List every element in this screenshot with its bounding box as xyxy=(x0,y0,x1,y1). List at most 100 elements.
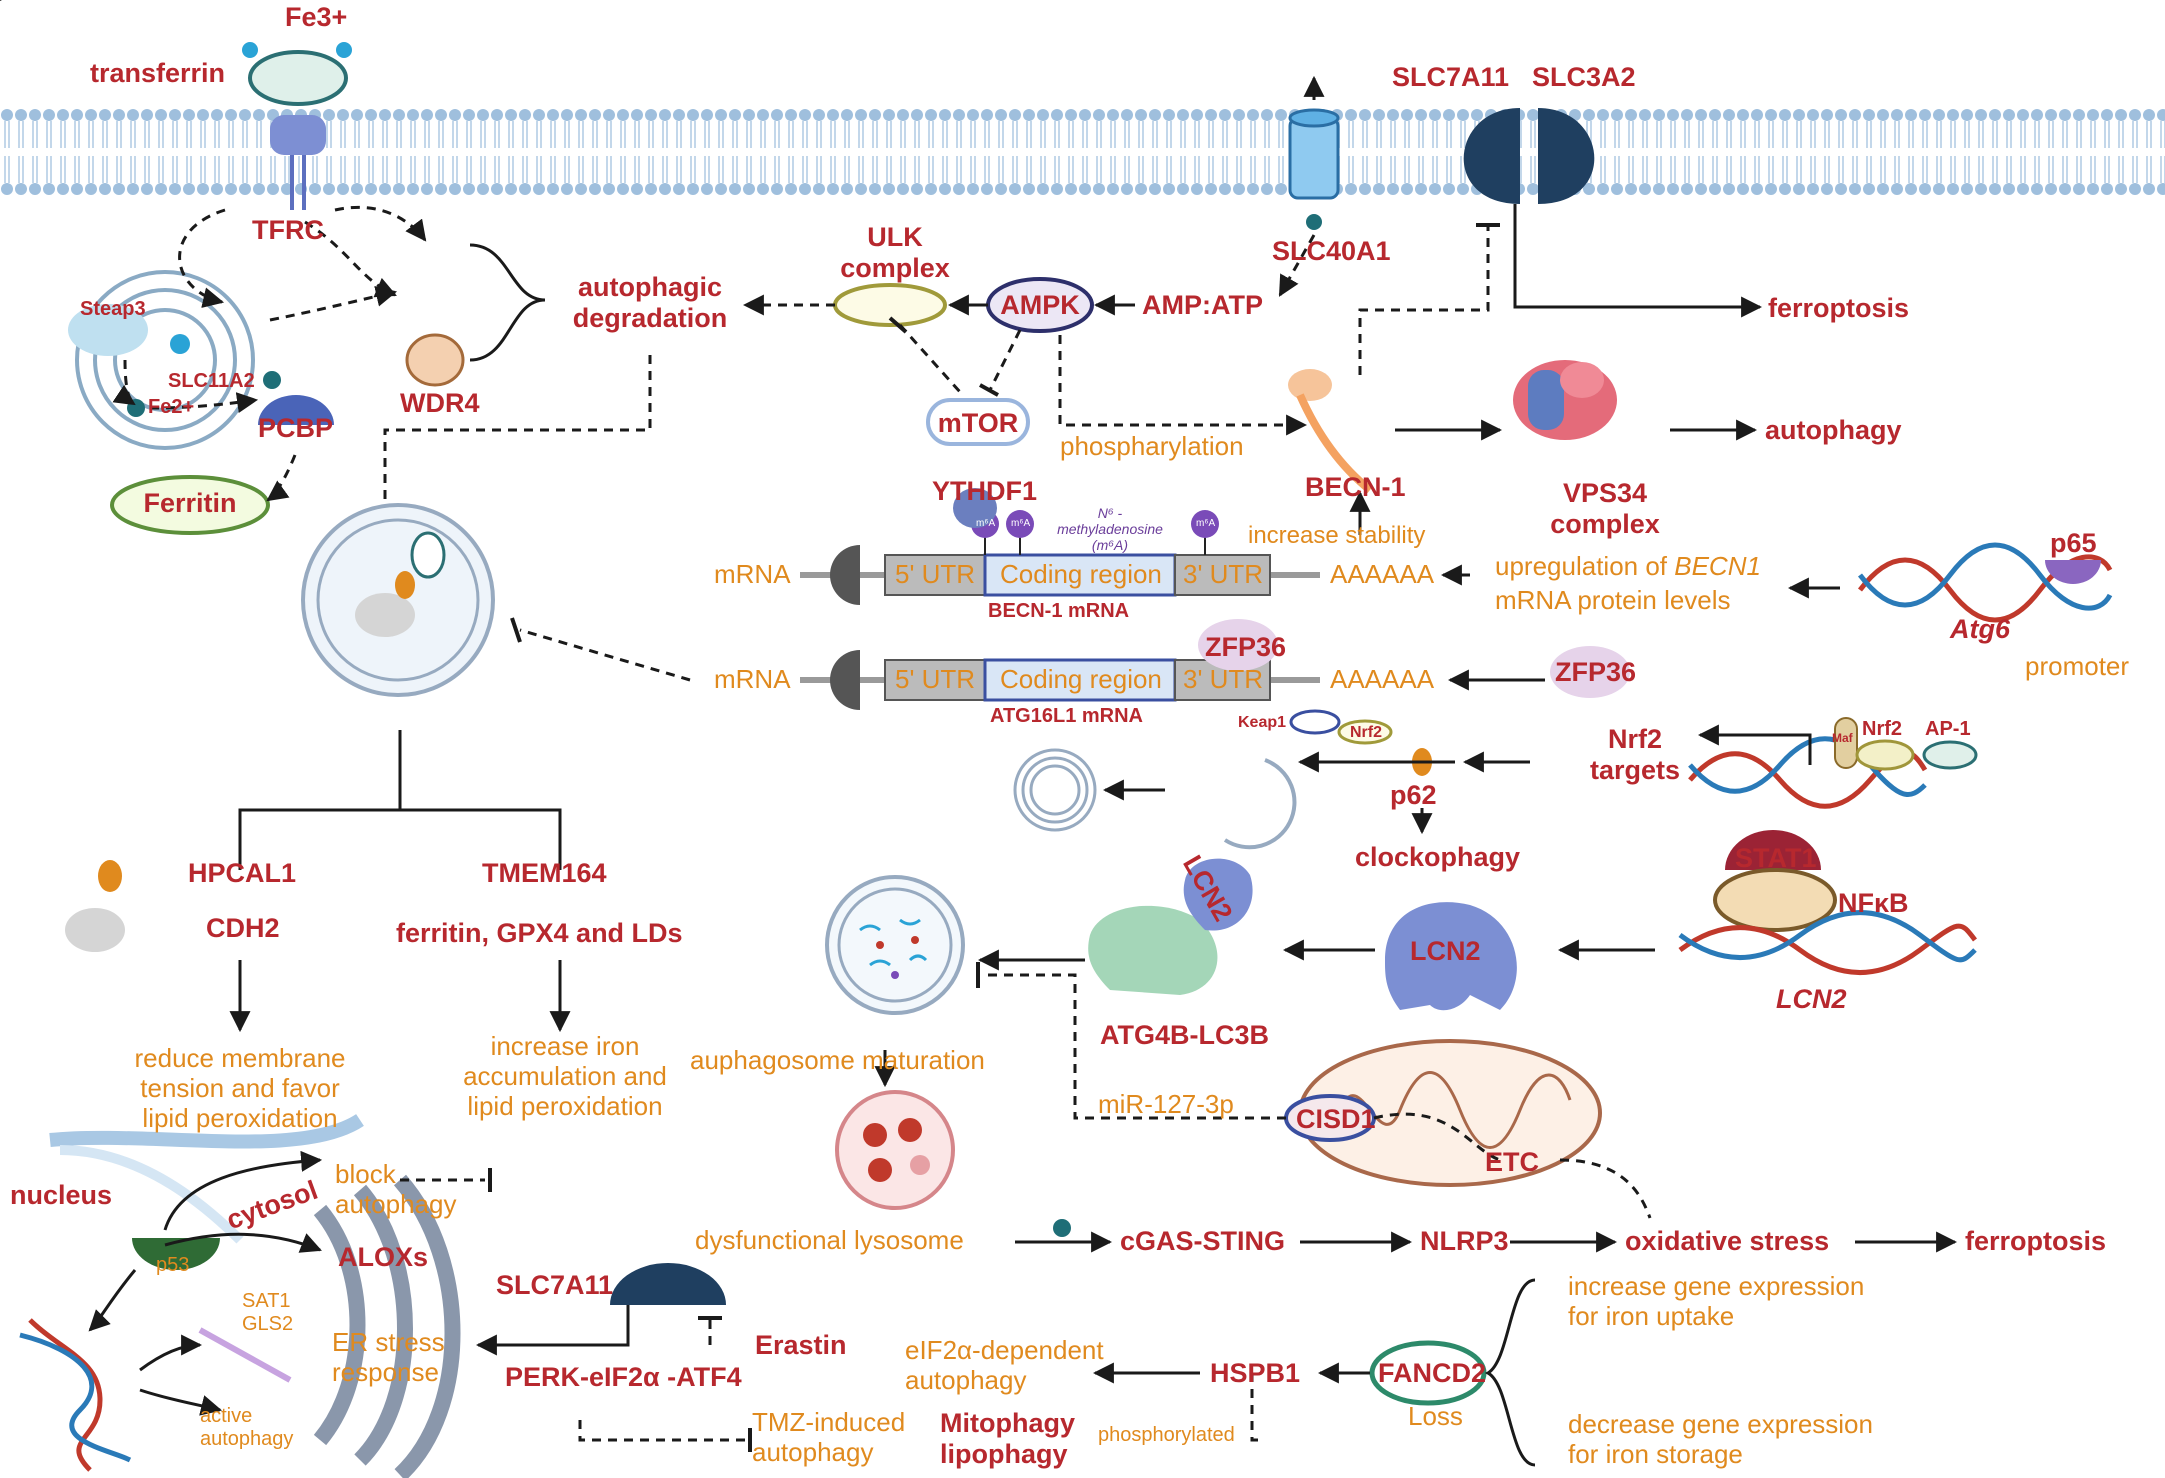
block-autophagy-label: block autophagy xyxy=(335,1159,457,1219)
auphagosome-maturation-label: auphagosome maturation xyxy=(690,1045,985,1075)
inhibit-autophagosome xyxy=(510,617,522,643)
er-stress-label: ER stress response xyxy=(332,1327,445,1387)
increase-iron-label: increase iron accumulation and lipid per… xyxy=(463,1031,667,1121)
autophagic-degradation-label: autophagic degradation xyxy=(572,272,728,334)
mtor-label: mTOR xyxy=(937,408,1019,438)
keap1-icon xyxy=(1289,709,1341,735)
p65-label: p65 xyxy=(2050,528,2097,558)
mrna-label-1: mRNA xyxy=(714,559,791,589)
mir-127-label: miR-127-3p xyxy=(1098,1089,1234,1119)
p62-label: p62 xyxy=(1390,780,1437,810)
nrf2-small-label: Nrf2 xyxy=(1350,724,1383,741)
becn1-utr5: 5' UTR xyxy=(895,559,976,589)
becn1-protein-icon xyxy=(1288,369,1373,494)
amp-atp-label: AMP:ATP xyxy=(1142,290,1263,320)
inhibit-ulk xyxy=(888,316,908,334)
tfrc-label: TFRC xyxy=(252,215,324,245)
atg16l1-coding: Coding region xyxy=(1000,664,1162,694)
steap3-label: Steap3 xyxy=(80,298,146,320)
cell-membrane xyxy=(0,108,2165,196)
cdh2-label: CDH2 xyxy=(206,913,280,943)
lysosome-icon xyxy=(835,1090,955,1210)
ferritin-gpx4-label: ferritin, GPX4 and LDs xyxy=(396,918,683,948)
becn1-utr3: 3' UTR xyxy=(1183,559,1264,589)
atg16l1-mrna-construct xyxy=(800,619,1320,710)
ulk-complex-label: ULK complex xyxy=(840,222,950,284)
ampk-label: AMPK xyxy=(1000,290,1080,320)
arrow-dna-to-nrf2targets xyxy=(1697,724,1812,765)
arrow-pcbp-ferritin xyxy=(266,454,297,502)
sat1-gls2-icon xyxy=(198,1327,292,1383)
p53-icon xyxy=(132,1238,220,1270)
sat1-gls2-label: SAT1 GLS2 xyxy=(242,1290,294,1335)
arrow-p53-aloxs xyxy=(164,1232,322,1253)
inhibit-mtor xyxy=(979,383,999,397)
active-autophagy-label: active autophagy xyxy=(200,1405,294,1450)
arrow-ampk-to-becn1 xyxy=(1058,335,1308,436)
increase-stability-label: increase stability xyxy=(1248,522,1426,549)
iron-ion-icon xyxy=(98,860,122,892)
phagophore-icon xyxy=(1223,758,1297,850)
zfp36-label: ZFP36 xyxy=(1555,657,1637,687)
upregulation-line1: upregulation of BECN1 xyxy=(1495,551,1761,582)
zfp36-icon xyxy=(1550,646,1630,698)
becn1-label: BECN-1 xyxy=(1305,472,1406,502)
link-cisd1-etc xyxy=(1373,1112,1501,1162)
m6a-title-label: N⁶ - methyladenosine (m⁶A) xyxy=(1057,505,1163,554)
nrf2-icon xyxy=(1337,719,1393,745)
link-mrna-to-autophagosome xyxy=(519,628,691,682)
tmem164-label: TMEM164 xyxy=(482,858,607,888)
link-etc-oxidative xyxy=(1559,1158,1652,1219)
atg16l1-utr5: 5' UTR xyxy=(895,664,976,694)
phosphorylated-label: phosphorylated xyxy=(1098,1424,1235,1446)
autophagosome-icon xyxy=(301,503,495,697)
wdr4-label: WDR4 xyxy=(400,388,480,418)
becn1-polya: AAAAAA xyxy=(1330,559,1435,589)
atg16l1-utr3: 3' UTR xyxy=(1183,664,1264,694)
ferritin-icon xyxy=(110,475,270,535)
reduce-membrane-label: reduce membrane tension and favor lipid … xyxy=(134,1043,346,1133)
link-autophagic-to-autophagosome xyxy=(383,355,652,505)
fancd2-icon xyxy=(1369,1340,1487,1406)
promoter-label: promoter xyxy=(2025,651,2130,681)
lipid-droplet-icon xyxy=(65,908,125,952)
transferrin-icon xyxy=(242,42,352,106)
arrow-fe2-pcbp xyxy=(149,392,259,413)
p53-label: p53 xyxy=(156,1254,190,1276)
lysosome-small-icon xyxy=(1013,748,1097,832)
keap1-label: Keap1 xyxy=(1238,714,1287,731)
ythdf1-label: YTHDF1 xyxy=(932,476,1038,506)
nucleus-label: nucleus xyxy=(10,1180,113,1210)
eif2a-autophagy-label: eIF2α-dependent autophagy xyxy=(905,1335,1104,1395)
pcbp-icon xyxy=(258,395,334,425)
hpcal1-label: HPCAL1 xyxy=(188,858,297,888)
m6a-mark-1: m⁶A xyxy=(976,518,996,529)
mrna-label-2: mRNA xyxy=(714,664,791,694)
slc3a2-label: SLC3A2 xyxy=(1532,62,1636,92)
pcbp-label: PCBP xyxy=(258,413,334,443)
autophagic-bracket xyxy=(469,243,546,362)
nrf2-targets-label: Nrf2 targets xyxy=(1589,724,1681,786)
slc11a2-label: SLC11A2 xyxy=(168,370,255,392)
mtor-icon xyxy=(926,398,1030,446)
p65-icon xyxy=(2045,560,2101,584)
stat1-label: STAT1 xyxy=(1735,843,1817,873)
becn1-mrna-label: BECN-1 mRNA xyxy=(988,600,1130,622)
slc7a11-top-label: SLC7A11 xyxy=(1392,62,1510,92)
etc-label: ETC xyxy=(1485,1147,1539,1177)
slc7a11-lower-icon xyxy=(610,1263,726,1305)
branch-bracket xyxy=(238,730,562,870)
phosphorylation-label: phospharylation xyxy=(1060,431,1244,461)
slc7a11-slc3a2-transporter-icon xyxy=(1463,108,1595,204)
arrow-steap3-fe2 xyxy=(112,359,136,406)
atg6-label: Atg6 xyxy=(1950,614,2010,644)
hspb1-label: HSPB1 xyxy=(1210,1358,1301,1388)
link-tmz xyxy=(578,1420,750,1442)
transferrin-label: transferrin xyxy=(90,58,226,88)
fancd2-bracket xyxy=(1484,1278,1536,1467)
arrow-slc7a11-to-er xyxy=(475,1305,630,1356)
ferroptosis-top-label: ferroptosis xyxy=(1768,293,1910,323)
perk-label: PERK-eIF2α -ATF4 xyxy=(505,1362,742,1392)
upreg-prefix: upregulation of xyxy=(1495,551,1675,581)
